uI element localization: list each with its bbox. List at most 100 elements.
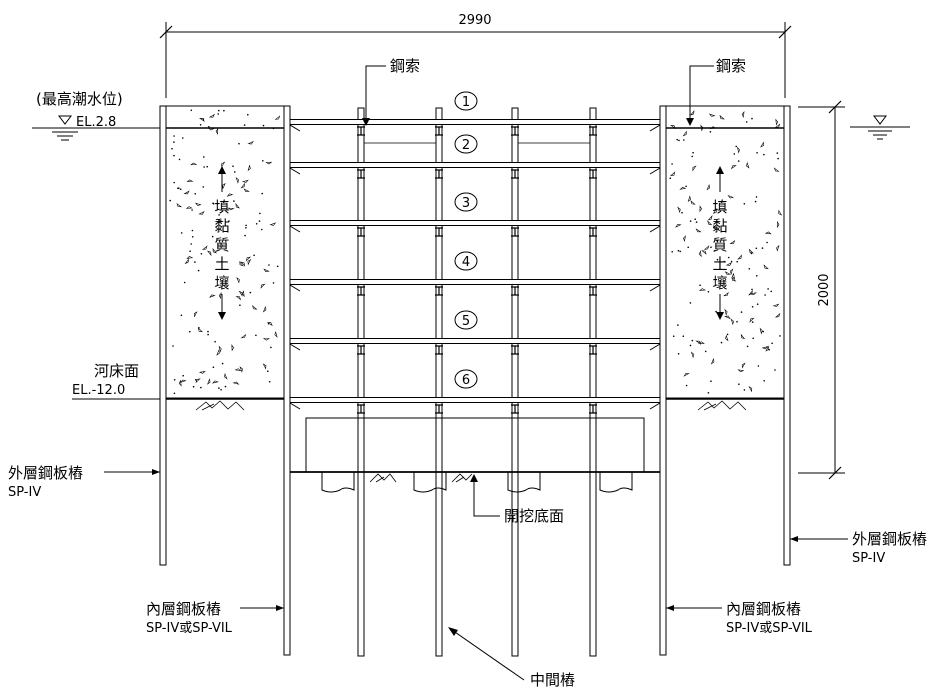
speckle-dot: [220, 389, 222, 391]
speckle-dot: [218, 214, 220, 216]
speckle-dot: [737, 160, 740, 162]
speckle-grain: [670, 125, 676, 130]
h-section-marker: [357, 345, 365, 355]
speckle-grain: [260, 283, 266, 289]
steel-cable-label-left: 鋼索: [390, 57, 420, 75]
strut-level-number: 3: [462, 196, 470, 211]
intermediate-pile-4: [589, 107, 597, 657]
strut-beam: [289, 338, 661, 344]
speckle-dot: [211, 235, 214, 238]
speckle-grain: [184, 258, 189, 265]
speckle-dot: [207, 333, 209, 336]
speckle-grain: [239, 366, 243, 373]
speckle-dot: [746, 345, 749, 348]
speckle-dot: [695, 221, 698, 223]
fill-texture-right: [669, 110, 783, 394]
speckle-dot: [173, 379, 176, 381]
corner-bracket: [289, 124, 301, 132]
speckle-grain: [186, 256, 194, 259]
outer-sheet-pile-left: [159, 105, 167, 566]
speckle-grain: [669, 171, 676, 177]
speckle-dot: [761, 247, 764, 249]
speckle-dot: [756, 275, 758, 277]
speckle-dot: [750, 252, 753, 255]
speckle-dot: [172, 345, 174, 347]
speckle-dot: [255, 334, 257, 337]
speckle-dot: [683, 139, 685, 141]
excavation-bottom-zone: [290, 417, 660, 493]
speckle-grain: [231, 344, 234, 352]
intermediate-pile-1: [357, 107, 365, 657]
speckle-dot: [239, 304, 241, 307]
speckle-grain: [778, 209, 783, 216]
speckle-dot: [713, 226, 715, 229]
h-section-marker: [357, 169, 365, 179]
speckle-grain: [727, 194, 735, 199]
speckle-dot: [238, 142, 240, 145]
speckle-dot: [276, 265, 279, 268]
speckle-dot: [194, 261, 196, 263]
speckle-grain: [176, 202, 183, 208]
strut-level-bubble: [454, 251, 478, 271]
speckle-grain: [201, 245, 208, 250]
speckle-dot: [180, 314, 183, 317]
speckle-grain: [251, 305, 258, 310]
h-section-marker: [357, 286, 365, 296]
speckle-grain: [198, 210, 205, 215]
speckle-grain: [698, 288, 707, 291]
speckle-grain: [700, 124, 704, 132]
speckle-dot: [723, 260, 726, 263]
speckle-grain: [222, 182, 226, 190]
speckle-grain: [724, 271, 731, 275]
speckle-dot: [709, 131, 712, 133]
speckle-dot: [691, 339, 694, 342]
speckle-dot: [756, 303, 759, 306]
inner-sheet-pile-left: [283, 105, 291, 656]
speckle-dot: [200, 253, 203, 255]
high-tide-elevation: EL.2.8: [76, 115, 116, 130]
strut-level-bubble: [454, 134, 478, 154]
h-section-marker: [511, 404, 519, 414]
speckle-dot: [234, 171, 236, 173]
speckle-grain: [212, 247, 217, 254]
speckle-grain: [774, 312, 781, 318]
speckle-grain: [748, 290, 753, 296]
speckle-dot: [199, 124, 202, 126]
speckle-dot: [743, 203, 746, 205]
excavation-bottom-label: 開挖底面: [504, 507, 564, 525]
speckle-grain: [689, 110, 695, 116]
speckle-dot: [189, 250, 191, 252]
inner-pile-right-label: 內層鋼板樁: [726, 600, 801, 618]
speckle-dot: [692, 151, 694, 154]
fill-soil-char: 土: [712, 255, 727, 273]
speckle-dot: [259, 212, 261, 215]
speckle-grain: [183, 190, 190, 195]
speckle-dot: [224, 385, 227, 388]
speckle-dot: [194, 193, 196, 195]
speckle-grain: [274, 330, 278, 338]
h-section-marker: [511, 169, 519, 179]
speckle-dot: [681, 211, 683, 214]
speckle-grain: [710, 357, 715, 365]
speckle-grain: [725, 262, 733, 266]
speckle-grain: [263, 268, 270, 273]
fill-soil-char: 填: [712, 198, 727, 216]
h-section-marker: [589, 345, 597, 355]
speckle-dot: [713, 250, 716, 252]
speckle-grain: [218, 292, 222, 300]
speckle-grain: [235, 296, 242, 301]
speckle-dot: [694, 218, 696, 220]
intermediate-pile-2: [435, 107, 443, 657]
speckle-dot: [173, 154, 175, 157]
soil-hatch-pit: [369, 473, 397, 483]
speckle-dot: [679, 250, 681, 253]
strut-level-1: 1: [289, 91, 661, 136]
soil-hatch-left: [195, 400, 245, 411]
fill-soil-char: 土: [214, 255, 229, 273]
fill-soil-char: 壤: [214, 274, 229, 292]
speckle-dot: [766, 241, 768, 244]
h-section-marker: [435, 169, 443, 179]
speckle-grain: [194, 202, 202, 206]
